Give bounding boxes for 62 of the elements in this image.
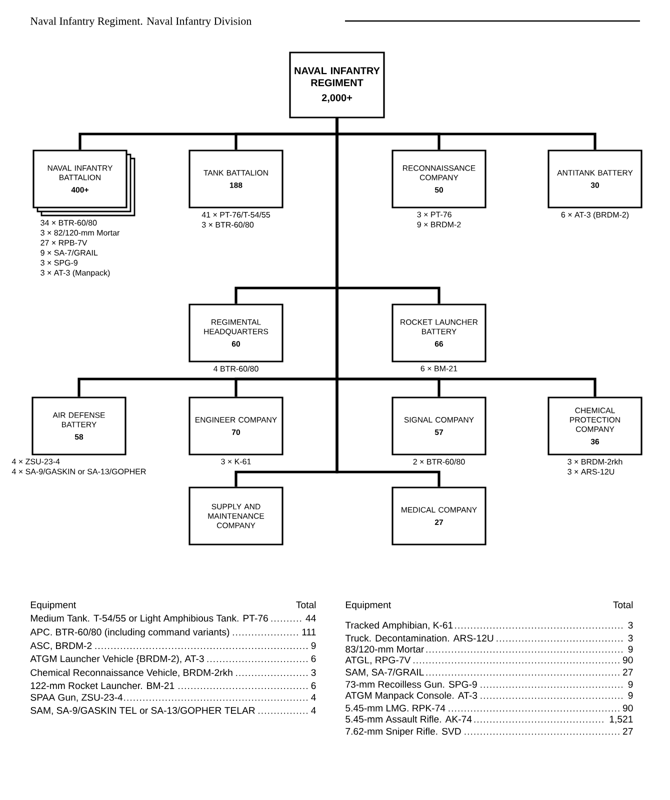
- equipment-name: APC. BTR-60/80 (including command variants): [30, 628, 230, 638]
- column-header: Equipment: [30, 601, 76, 610]
- total-count: 3: [628, 634, 633, 642]
- equipment-note: 41 × PT-76/T-54/55: [202, 212, 270, 218]
- total-count: 1,521: [610, 716, 633, 724]
- total-count: 27: [623, 728, 633, 735]
- equipment-name: Truck. Decontamination. ARS-12U: [345, 634, 494, 642]
- total-count: 4: [311, 707, 316, 714]
- equipment-name: ATGL, RPG-7V: [345, 656, 411, 665]
- equipment-name: Medium Tank. T-54/55 or Light Amphibious Tank. PT-76: [30, 614, 268, 624]
- equipment-note: 34 × BTR-60/80: [40, 220, 97, 226]
- equipment-name: SAM, SA-9/GASKIN TEL or SA-13/GOPHER TELAR: [30, 706, 255, 715]
- equipment-note: 3 × AT-3 (Manpack): [40, 270, 110, 278]
- equipment-name: Chemical Reconnaissance Vehicle, BRDM-2rkh: [30, 668, 232, 678]
- equipment-name: ASC, BRDM-2: [30, 642, 92, 650]
- equipment-note: 9 × SA-7/GRAIL: [40, 250, 98, 256]
- connector-line: [336, 118, 440, 487]
- unit-box: NAVAL INFANTRY REGIMENT 2,000+: [289, 52, 385, 118]
- equipment-name: 73-mm Recoilless Gun. SPG-9: [346, 680, 477, 688]
- equipment-note: 4 BTR-60/80: [214, 366, 258, 372]
- equipment-note: 6 × AT-3 (BRDM-2): [561, 212, 629, 220]
- equipment-name: SAM, SA-7/GRAIL: [346, 668, 424, 677]
- equipment-name: 5.45-mm LMG. RPK-74: [346, 704, 446, 712]
- equipment-note: 3 × SPG-9: [40, 260, 78, 266]
- equipment-name: ATGM Launcher Vehicle {BRDM-2), AT-3: [30, 655, 204, 664]
- equipment-name: 83/120-mm Mortar: [346, 646, 424, 653]
- equipment-note: 9 × BRDM-2: [417, 222, 461, 228]
- page-title: Naval Infantry Regiment. Naval Infantry Division: [30, 16, 252, 28]
- equipment-note: 4 × ZSU-23-4: [12, 458, 60, 464]
- total-count: 9: [628, 646, 633, 653]
- equipment-note: 3 × ARS-12U: [568, 468, 614, 475]
- equipment-name: Tracked Amphibian, K-61: [345, 622, 453, 630]
- total-count: 9: [628, 692, 633, 699]
- equipment-name: ATGM Manpack Console. AT-3: [345, 692, 478, 701]
- total-count: 3: [628, 622, 633, 629]
- equipment-note: 3 × 82/120-mm Mortar: [40, 230, 120, 236]
- total-count: 9: [628, 680, 633, 688]
- equipment-note: 2 × BTR-60/80: [413, 458, 465, 465]
- total-count: 6: [311, 655, 316, 662]
- total-count: 9: [311, 642, 316, 650]
- column-header: Equipment: [346, 601, 392, 610]
- total-count: 90: [622, 704, 633, 712]
- column-header: Total: [613, 601, 633, 608]
- total-count: 90: [622, 656, 633, 664]
- equipment-note: 27 × RPB-7V: [40, 240, 88, 246]
- equipment-note: 3 × K-61: [221, 458, 251, 464]
- equipment-note: 4 × SA-9/GASKIN or SA-13/GOPHER: [12, 468, 146, 474]
- equipment-name: 122-mm Rocket Launcher. BM-21: [30, 682, 174, 690]
- equipment-name: 5.45-mm Assault Rifle. AK-74: [346, 716, 472, 723]
- total-count: 3: [311, 669, 316, 676]
- total-count: 27: [623, 668, 633, 676]
- total-count: 6: [311, 682, 316, 690]
- total-count: 111: [302, 628, 316, 636]
- total-count: 4: [311, 694, 316, 701]
- equipment-note: 6 × BM-21: [420, 366, 458, 372]
- equipment-note: 3 × BTR-60/80: [202, 222, 254, 228]
- equipment-note: 3 × PT-76: [417, 212, 452, 218]
- equipment-name: SPAA Gun, ZSU-23-4: [30, 694, 123, 702]
- equipment-note: 3 × BRDM-2rkh: [568, 458, 622, 465]
- equipment-name: 7.62-mm Sniper Rifle. SVD: [346, 728, 461, 737]
- total-count: 44: [306, 614, 316, 622]
- column-header: Total: [296, 601, 316, 608]
